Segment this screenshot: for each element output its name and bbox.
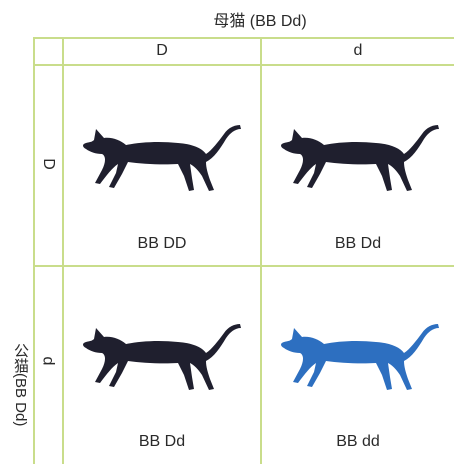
- black-cat-icon: [83, 125, 241, 191]
- female-parent-title: 母猫 (BB Dd): [213, 13, 307, 30]
- black-cat-icon: [83, 324, 241, 390]
- cell-bb-dd-blue-cat: [276, 317, 441, 397]
- row-header-d-recessive: d: [33, 352, 62, 370]
- row-header-d-recessive-label: d: [39, 356, 57, 366]
- male-parent-title: 公猫(BB Dd): [12, 343, 29, 427]
- cat-silhouette-1: [83, 125, 241, 191]
- cell-genotype-label: BB dd: [336, 433, 380, 450]
- cat-silhouette-2: [281, 125, 439, 191]
- column-header-d-dominant: D: [156, 42, 168, 59]
- cell-genotype-label: BB DD: [137, 235, 187, 252]
- column-divider: [260, 37, 262, 464]
- punnett-square: [33, 37, 454, 464]
- column-header-divider: [33, 64, 454, 66]
- row-header-d-dominant-label: D: [39, 158, 57, 170]
- cat-silhouette-3: [83, 324, 241, 390]
- cell-bb-dd-black-cat: [78, 118, 243, 198]
- black-cat-icon: [281, 125, 439, 191]
- cell-genotype-label: BB Dd: [334, 235, 382, 252]
- row-header-divider: [62, 37, 64, 464]
- column-header-d-recessive: d: [353, 42, 363, 59]
- row-divider: [33, 265, 454, 267]
- cell-genotype-label: BB Dd: [138, 433, 186, 450]
- row-header-d-dominant: D: [33, 155, 62, 173]
- cell-bb-dd-black-cat-2: [276, 118, 441, 198]
- cat-silhouette-4: [281, 324, 439, 390]
- blue-cat-icon: [281, 324, 439, 390]
- cell-bb-dd-black-cat-3: [78, 317, 243, 397]
